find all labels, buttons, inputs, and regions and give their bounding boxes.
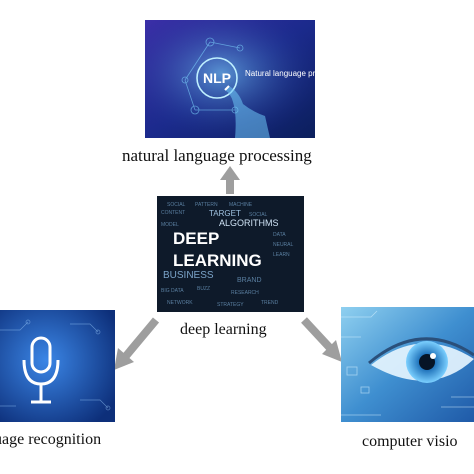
nlp-image: NLP Natural language processing bbox=[145, 20, 315, 138]
nlp-logo-text: NLP bbox=[203, 70, 231, 86]
svg-text:DATA: DATA bbox=[273, 232, 286, 238]
microphone-icon bbox=[22, 336, 60, 404]
svg-text:STRATEGY: STRATEGY bbox=[217, 302, 244, 308]
nlp-caption: natural language processing bbox=[122, 146, 312, 165]
svg-text:PATTERN: PATTERN bbox=[195, 202, 218, 208]
svg-text:MODEL: MODEL bbox=[161, 222, 179, 228]
arrow-to-nlp bbox=[220, 166, 240, 194]
svg-text:TREND: TREND bbox=[261, 300, 279, 306]
nlp-image-text: Natural language processing bbox=[245, 69, 315, 78]
svg-text:BRAND: BRAND bbox=[237, 277, 262, 284]
svg-text:SOCIAL: SOCIAL bbox=[167, 202, 186, 208]
svg-text:LEARN: LEARN bbox=[273, 252, 290, 258]
svg-text:CONTENT: CONTENT bbox=[161, 210, 185, 216]
svg-text:BUSINESS: BUSINESS bbox=[163, 270, 214, 281]
computer-vision-caption: computer visio bbox=[362, 433, 458, 450]
svg-text:TARGET: TARGET bbox=[209, 209, 241, 218]
svg-text:ALGORITHMS: ALGORITHMS bbox=[219, 218, 279, 228]
arrow-to-speech bbox=[114, 317, 160, 370]
svg-text:BIG DATA: BIG DATA bbox=[161, 288, 184, 294]
speech-recognition-caption: uage recognition bbox=[0, 431, 102, 448]
computer-vision-image bbox=[341, 307, 474, 422]
deep-learning-caption: deep learning bbox=[180, 321, 267, 338]
arrow-to-cv bbox=[301, 317, 342, 362]
svg-text:SOCIAL: SOCIAL bbox=[249, 212, 268, 218]
speech-recognition-image bbox=[0, 310, 115, 422]
svg-text:NETWORK: NETWORK bbox=[167, 300, 193, 306]
eye-icon bbox=[368, 337, 474, 383]
dl-word-deep: DEEP bbox=[173, 229, 219, 248]
svg-text:BUZZ: BUZZ bbox=[197, 286, 210, 292]
dl-word-learning: LEARNING bbox=[173, 251, 262, 270]
svg-text:RESEARCH: RESEARCH bbox=[231, 290, 259, 296]
svg-text:MACHINE: MACHINE bbox=[229, 202, 253, 208]
svg-text:NEURAL: NEURAL bbox=[273, 242, 294, 248]
deep-learning-image: SOCIAL PATTERN MACHINE CONTENT TARGET SOCIAL… bbox=[157, 196, 304, 312]
